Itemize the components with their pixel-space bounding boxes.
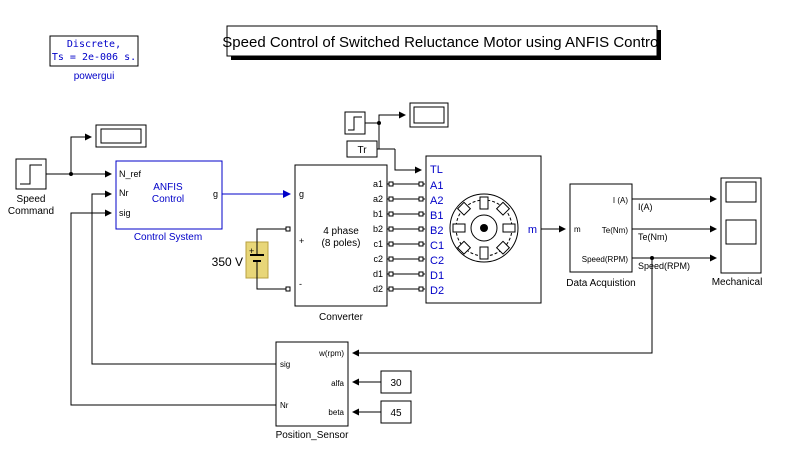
model-title: Speed Control of Switched Reluctance Mot…: [222, 25, 662, 60]
motor-port-m: m: [528, 224, 537, 236]
daq-port-m: m: [574, 225, 581, 234]
powergui-block[interactable]: Discrete, Ts = 2e-006 s. powergui: [49, 35, 139, 82]
anfis-label-2: Control: [152, 194, 184, 205]
port-sig: sig: [119, 208, 131, 218]
daq-port-current: I (A): [613, 196, 628, 205]
motor-port-b1: B1: [430, 210, 443, 222]
step-icon: [20, 164, 42, 185]
motor-port-c1: C1: [430, 240, 444, 252]
converter-port-plus: +: [299, 236, 304, 246]
signal-label-speed: Speed(RPM): [638, 261, 690, 271]
dc-plus-sign: +: [249, 246, 254, 256]
position-sensor-block[interactable]: w(rpm) alfa beta sig Nr Position_Sensor: [275, 341, 349, 441]
sensor-port-alfa: alfa: [331, 379, 344, 388]
motor-port-tl: TL: [430, 164, 443, 176]
converter-port-a1: a1: [373, 179, 383, 189]
wire-dc-plus: [256, 228, 290, 238]
speed-ref-scope[interactable]: [95, 124, 147, 148]
wire-speed-ref-scope: [70, 133, 92, 174]
port-g-out: g: [213, 189, 218, 199]
port-n-ref: N_ref: [119, 169, 142, 179]
daq-label: Data Acquistion: [566, 278, 636, 289]
mechanical-label: Mechanical: [712, 277, 763, 288]
motor-port-d1: D1: [430, 270, 444, 282]
motor-port-a1: A1: [430, 180, 443, 192]
junction-dots: [69, 121, 654, 260]
daq-port-speed: Speed(RPM): [582, 255, 629, 264]
converter-port-g: g: [299, 189, 304, 199]
control-system-label: Control System: [134, 232, 202, 243]
converter-port-c1: c1: [373, 239, 383, 249]
motor-port-c2: C2: [430, 255, 444, 267]
powergui-label: powergui: [74, 71, 115, 82]
motor-port-b2: B2: [430, 225, 443, 237]
alfa-constant-block[interactable]: 30: [380, 370, 412, 394]
position-sensor-label: Position_Sensor: [276, 430, 349, 441]
converter-port-minus: -: [299, 279, 302, 289]
converter-line2: (8 poles): [322, 238, 361, 249]
converter-port-d1: d1: [373, 269, 383, 279]
beta-constant-block[interactable]: 45: [380, 400, 412, 424]
motor-port-a2: A2: [430, 195, 443, 207]
srm-motor-icon: [449, 193, 519, 263]
title-text: Speed Control of Switched Reluctance Mot…: [222, 34, 661, 51]
speed-command-block[interactable]: Speed Command: [8, 158, 54, 217]
converter-port-b1: b1: [373, 209, 383, 219]
powergui-line2: Ts = 2e-006 s.: [52, 52, 136, 63]
dc-source-block[interactable]: + 350 V: [212, 238, 269, 282]
wire-speed-to-sensor: [352, 258, 653, 357]
speed-command-label-1: Speed: [17, 194, 46, 205]
mechanical-scope-block[interactable]: Mechanical: [712, 177, 763, 288]
converter-label: Converter: [319, 312, 364, 323]
daq-port-torque: Te(Nm): [602, 226, 629, 235]
control-system-block[interactable]: ANFIS Control N_ref Nr sig g Control Sys…: [115, 160, 223, 243]
sensor-port-beta: beta: [328, 408, 344, 417]
wire-step-to-scope: [378, 111, 406, 123]
dc-source-label: 350 V: [212, 255, 243, 269]
sensor-port-w: w(rpm): [318, 349, 344, 358]
wire-nr-feedback: [91, 190, 276, 365]
signal-label-torque: Te(Nm): [638, 232, 668, 242]
anfis-label-1: ANFIS: [153, 182, 183, 193]
port-connectors: [285, 181, 424, 292]
load-scope[interactable]: [409, 102, 449, 128]
srm-motor-block[interactable]: TL A1 A2 B1 B2 C1 C2 D1 D2 m: [425, 155, 542, 304]
powergui-line1: Discrete,: [67, 39, 121, 50]
port-nr: Nr: [119, 188, 129, 198]
signal-label-current: I(A): [638, 202, 653, 212]
sensor-port-nr: Nr: [280, 401, 289, 410]
data-acquisition-block[interactable]: m I (A) Te(Nm) Speed(RPM) Data Acquistio…: [566, 183, 636, 289]
converter-block[interactable]: 4 phase (8 poles) g + - a1 a2 b1 b2 c1 c…: [294, 164, 388, 323]
converter-port-c2: c2: [373, 254, 383, 264]
torque-constant-block[interactable]: Tr: [346, 140, 378, 158]
motor-port-d2: D2: [430, 285, 444, 297]
wire-tr-to-tl: [394, 149, 422, 174]
converter-line1: 4 phase: [323, 226, 359, 237]
converter-port-b2: b2: [373, 224, 383, 234]
speed-command-label-2: Command: [8, 206, 54, 217]
load-step-block[interactable]: [344, 111, 366, 135]
beta-value: 45: [390, 408, 402, 419]
sensor-port-sig: sig: [280, 360, 290, 369]
wire-sig-feedback: [70, 209, 276, 406]
step-icon: [348, 116, 362, 131]
converter-port-a2: a2: [373, 194, 383, 204]
converter-port-d2: d2: [373, 284, 383, 294]
torque-constant-label: Tr: [357, 145, 367, 156]
wire-dc-minus: [256, 282, 290, 290]
alfa-value: 30: [390, 378, 402, 389]
